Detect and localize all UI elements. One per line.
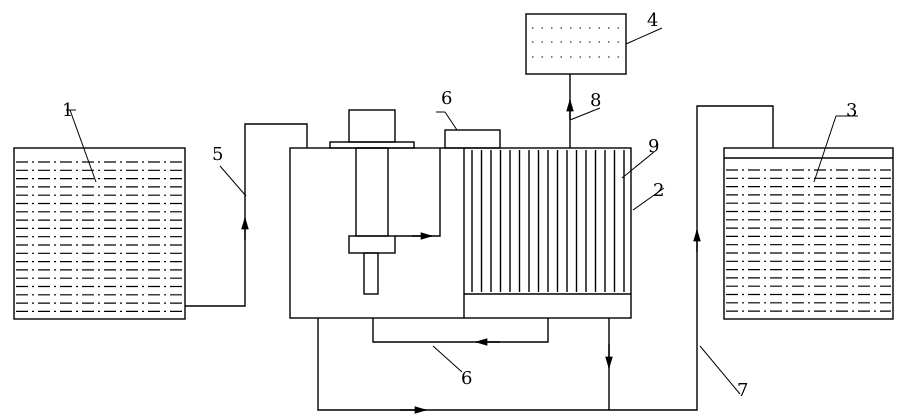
label-9: 9 <box>648 136 659 157</box>
tank-3 <box>723 147 894 320</box>
tank-1-liquid <box>16 161 183 312</box>
label-5: 5 <box>212 144 223 165</box>
label-4: 4 <box>647 10 658 31</box>
label-6-top: 6 <box>441 88 452 109</box>
label-2: 2 <box>653 180 664 201</box>
tank-4-liquid <box>532 27 622 58</box>
reactor-body <box>289 147 632 319</box>
tank-3-liquid <box>726 169 891 312</box>
label-1: 1 <box>62 100 73 121</box>
pipe-7 <box>317 105 774 414</box>
label-3: 3 <box>846 100 857 121</box>
internal-pipe <box>395 148 441 240</box>
label-7: 7 <box>737 380 748 401</box>
pipe-5 <box>185 123 308 307</box>
tank-1 <box>13 147 186 320</box>
label-8: 8 <box>590 90 601 111</box>
stirrer-motor <box>329 109 415 295</box>
tank-4 <box>525 13 627 75</box>
leader-lines <box>66 27 858 395</box>
pipe-6-bottom <box>372 318 549 346</box>
electrode-plates <box>471 150 625 292</box>
component-6-top <box>444 129 501 149</box>
label-6-bottom: 6 <box>461 368 472 389</box>
